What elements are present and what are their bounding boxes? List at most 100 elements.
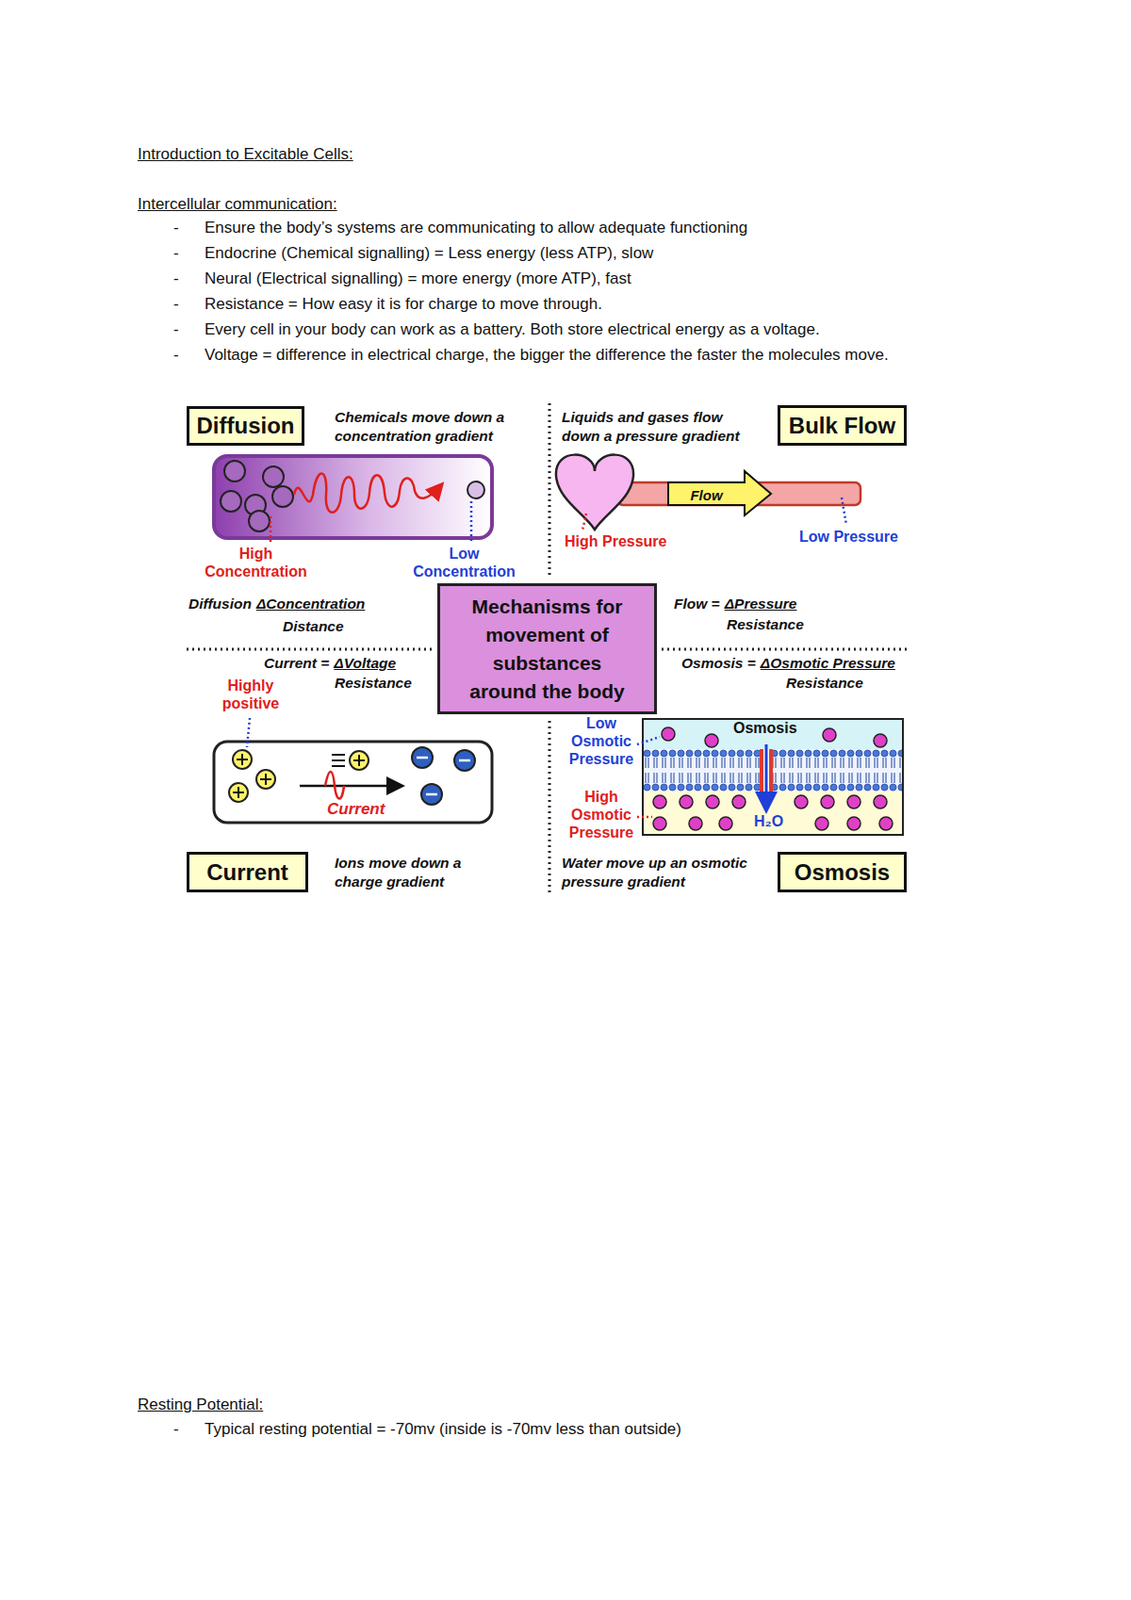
osmosis-chamber-art bbox=[637, 719, 903, 836]
term-box: Bulk Flow bbox=[777, 405, 907, 446]
bulk-flow-illustration bbox=[556, 455, 861, 531]
label-text: Distance bbox=[282, 618, 345, 635]
text-holder: Flow =ΔPressure bbox=[673, 594, 797, 614]
label-text: ΔVoltage bbox=[333, 655, 396, 672]
text-holder: Resistance bbox=[726, 615, 804, 635]
text-holder: Resistance = How easy it is for charge t… bbox=[204, 291, 973, 317]
text-holder: DiffusionΔConcentration bbox=[188, 594, 365, 614]
node-text: Current bbox=[206, 859, 289, 886]
node-text: Mechanisms for movement of substances ar… bbox=[459, 592, 635, 706]
current-tube bbox=[213, 718, 492, 823]
label-text: High Osmotic Pressure bbox=[569, 788, 635, 841]
text-holder: Intercellular communication: bbox=[137, 191, 338, 217]
text-holder: Ensure the body’s systems are communicat… bbox=[204, 214, 973, 241]
label-text: Chemicals move down a concentration grad… bbox=[334, 409, 505, 444]
label-text: Resistance bbox=[786, 674, 864, 691]
label-text: High Pressure bbox=[564, 533, 667, 550]
node-text: Osmosis bbox=[733, 720, 798, 738]
text-holder: Resistance bbox=[786, 673, 864, 693]
text-holder: Voltage = difference in electrical charg… bbox=[204, 342, 973, 368]
label-text: Resistance = How easy it is for charge t… bbox=[204, 295, 603, 313]
node-text: Current bbox=[327, 800, 385, 820]
label-text: - bbox=[173, 269, 180, 288]
text-holder: - bbox=[173, 316, 180, 343]
label-text: Current = bbox=[263, 655, 329, 672]
label-text: Resistance bbox=[334, 674, 412, 691]
label-text: High Concentration bbox=[204, 545, 307, 580]
label-text: - bbox=[173, 244, 180, 263]
text-holder: High Osmotic Pressure bbox=[563, 787, 640, 842]
text-holder: Liquids and gases flow down a pressure g… bbox=[561, 408, 751, 446]
term-box: Osmosis bbox=[777, 852, 907, 893]
ion-tube: Current bbox=[213, 741, 492, 823]
text-holder: Current =ΔVoltage bbox=[263, 654, 396, 673]
node-text: Bulk Flow bbox=[788, 412, 896, 440]
label-text: Intercellular communication: bbox=[137, 195, 338, 214]
text-holder: - bbox=[173, 265, 180, 292]
label-text: Voltage = difference in electrical charg… bbox=[204, 345, 889, 364]
text-holder: Low Concentration bbox=[405, 544, 524, 581]
label-text: Low Osmotic Pressure bbox=[569, 715, 635, 768]
text-holder: Every cell in your body can work as a ba… bbox=[204, 316, 973, 343]
text-holder: Water move up an osmotic pressure gradie… bbox=[561, 853, 751, 892]
text-holder: - bbox=[173, 1416, 180, 1443]
label-text: - bbox=[173, 345, 180, 364]
label-text: Every cell in your body can work as a ba… bbox=[204, 320, 820, 339]
text-holder: Highly positive bbox=[213, 676, 289, 713]
page-heading: Introduction to Excitable Cells: bbox=[137, 145, 354, 164]
text-holder: Endocrine (Chemical signalling) = Less e… bbox=[204, 240, 973, 266]
label-text: - bbox=[173, 320, 180, 339]
label-text: Flow = bbox=[673, 595, 721, 612]
label-text: Highly positive bbox=[222, 677, 279, 712]
node-text: Diffusion bbox=[196, 412, 296, 440]
term-box: Diffusion bbox=[186, 406, 305, 446]
label-text: Liquids and gases flow down a pressure g… bbox=[561, 409, 740, 444]
label-text: - bbox=[173, 1420, 180, 1439]
text-holder: Chemicals move down a concentration grad… bbox=[334, 408, 524, 446]
separators bbox=[186, 403, 907, 894]
label-text: ΔOsmotic Pressure bbox=[760, 655, 896, 672]
label-text: Water move up an osmotic pressure gradie… bbox=[561, 854, 748, 890]
text-holder: - bbox=[173, 342, 180, 368]
text-holder: Introduction to Excitable Cells: bbox=[137, 141, 354, 167]
label-text: Low Pressure bbox=[799, 528, 899, 545]
label-text: Ensure the body’s systems are communicat… bbox=[204, 218, 748, 237]
text-holder: Ions move down a charge gradient bbox=[334, 853, 500, 892]
label-text: Typical resting potential = -70mv (insid… bbox=[204, 1420, 682, 1439]
label-text: Low Concentration bbox=[412, 545, 515, 580]
node-text: Osmosis bbox=[794, 859, 890, 886]
text-holder: Resting Potential: bbox=[137, 1392, 263, 1418]
text-holder: - bbox=[173, 291, 180, 317]
text-holder: - bbox=[173, 214, 180, 241]
text-holder: Typical resting potential = -70mv (insid… bbox=[204, 1416, 1053, 1443]
label-text: Resistance bbox=[726, 616, 804, 633]
term-box: Current bbox=[186, 852, 309, 893]
label-text: ΔPressure bbox=[724, 595, 798, 612]
text-holder: Low Pressure bbox=[799, 527, 899, 546]
label-text: Osmosis = bbox=[681, 655, 756, 672]
text-holder: Neural (Electrical signalling) = more en… bbox=[204, 265, 973, 292]
label-text: Ions move down a charge gradient bbox=[334, 854, 461, 890]
text-holder: - bbox=[173, 240, 180, 266]
label-text: Neural (Electrical signalling) = more en… bbox=[204, 269, 632, 288]
flow-arrow: Flow bbox=[668, 482, 745, 509]
text-holder: Resistance bbox=[334, 673, 412, 693]
label-text: - bbox=[173, 295, 180, 313]
label-text: Resting Potential: bbox=[137, 1395, 263, 1414]
label-text: ΔConcentration bbox=[256, 595, 365, 612]
text-holder: Distance bbox=[282, 617, 345, 637]
text-holder: Osmosis =ΔOsmotic Pressure bbox=[681, 654, 896, 673]
text-holder: Low Osmotic Pressure bbox=[563, 714, 640, 769]
text-holder: High Pressure bbox=[564, 532, 667, 551]
node-text: H₂O bbox=[754, 813, 784, 831]
central-box: Mechanisms for movement of substances ar… bbox=[437, 583, 657, 715]
diffusion-tube bbox=[213, 456, 492, 542]
label-text: Diffusion bbox=[188, 595, 252, 612]
text-holder: High Concentration bbox=[196, 544, 315, 581]
label-text: Endocrine (Chemical signalling) = Less e… bbox=[204, 244, 654, 263]
label-text: - bbox=[173, 218, 180, 237]
osmosis-chamber: OsmosisH₂O bbox=[642, 719, 903, 836]
node-text: Flow bbox=[689, 487, 722, 504]
